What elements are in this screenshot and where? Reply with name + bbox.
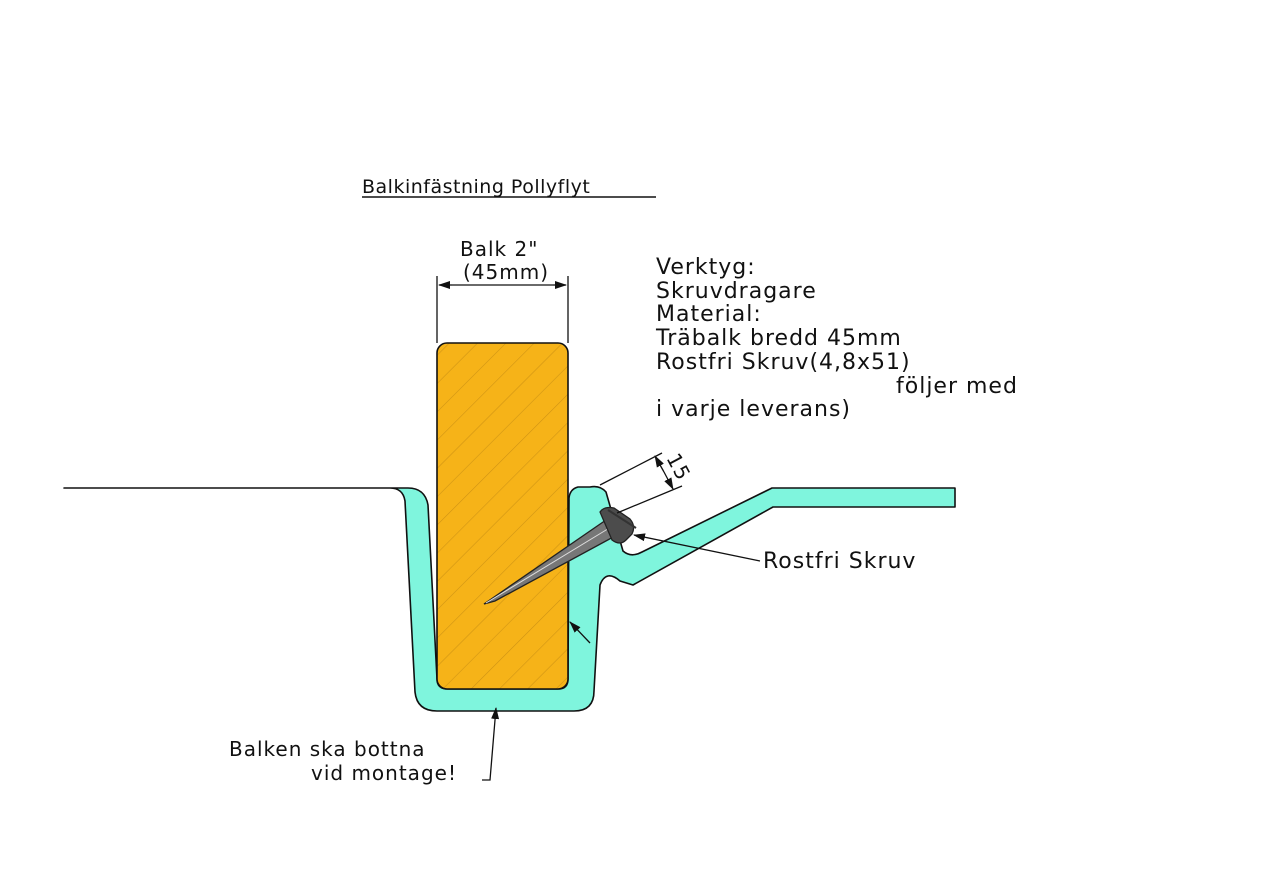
note-line-4: Träbalk bredd 45mm: [655, 326, 902, 351]
bottom-note-line2: vid montage!: [311, 761, 457, 785]
screw-dimension-value: 15: [662, 449, 696, 485]
screw-callout: Rostfri Skruv: [633, 533, 916, 574]
bottom-note-line1: Balken ska bottna: [229, 737, 426, 761]
bottom-note: Balken ska bottna vid montage!: [229, 707, 500, 785]
note-line-3: Material:: [656, 302, 762, 327]
screw-callout-label: Rostfri Skruv: [763, 549, 916, 574]
beam-dimension-line2: (45mm): [463, 260, 549, 284]
diagram-title: Balkinfästning Pollyflyt: [362, 176, 590, 198]
beam-width-dimension: Balk 2" (45mm): [436, 237, 569, 343]
note-line-6: följer med: [896, 374, 1018, 399]
gap-arrow: [569, 621, 591, 644]
screw-depth-dimension: 15: [599, 449, 696, 514]
note-line-2: Skruvdragare: [656, 279, 817, 304]
note-line-7: i varje leverans): [656, 397, 851, 422]
note-line-5: Rostfri Skruv(4,8x51): [656, 350, 911, 375]
note-line-1: Verktyg:: [656, 255, 756, 280]
screw: [483, 506, 637, 605]
beam-dimension-line1: Balk 2": [460, 237, 538, 261]
wooden-beam: [436, 342, 569, 690]
